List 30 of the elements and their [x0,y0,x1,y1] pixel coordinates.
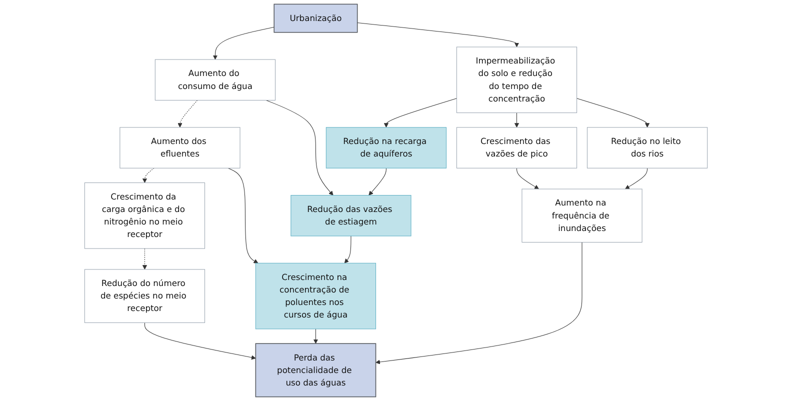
node-box: Redução no leito dos rios [586,127,708,168]
arrow [212,26,274,60]
arrow [266,100,334,196]
node-box: Aumento do consumo de água [154,59,276,100]
arrow [313,328,318,344]
arrow [344,236,352,264]
arrow [142,168,154,183]
node-box: Aumento na frequência de inundações [522,188,642,243]
arrow [384,98,457,128]
arrow [514,112,520,128]
arrow [144,322,256,360]
arrow [576,98,650,128]
node-box: Crescimento na concentração de poluentes nos cursos de água [255,262,376,330]
node-box: Crescimento das vazões de pico [456,127,578,168]
arrow [376,242,582,364]
arrow [228,168,258,264]
node-box: Redução na recarga de aquíferos [326,127,447,168]
arrow [516,168,539,190]
node-box: Redução do número de espécies no meio receptor [84,269,206,323]
node-box: Aumento dos efluentes [120,127,240,168]
arrow [625,168,648,190]
node-box: Impermeabilização do solo e redução do tempo de concentração [456,46,578,114]
arrow [178,100,198,128]
arrow [368,168,386,196]
arrow [357,22,520,48]
node-box: Redução das vazões de estiagem [290,195,412,236]
arrow [142,248,148,270]
node-box: Perda das potencialidade de uso das águas [255,343,376,398]
node-box: Urbanização [274,4,358,33]
node-box: Crescimento da carga orgânica e do nitrogênio no meio receptor [84,182,206,249]
